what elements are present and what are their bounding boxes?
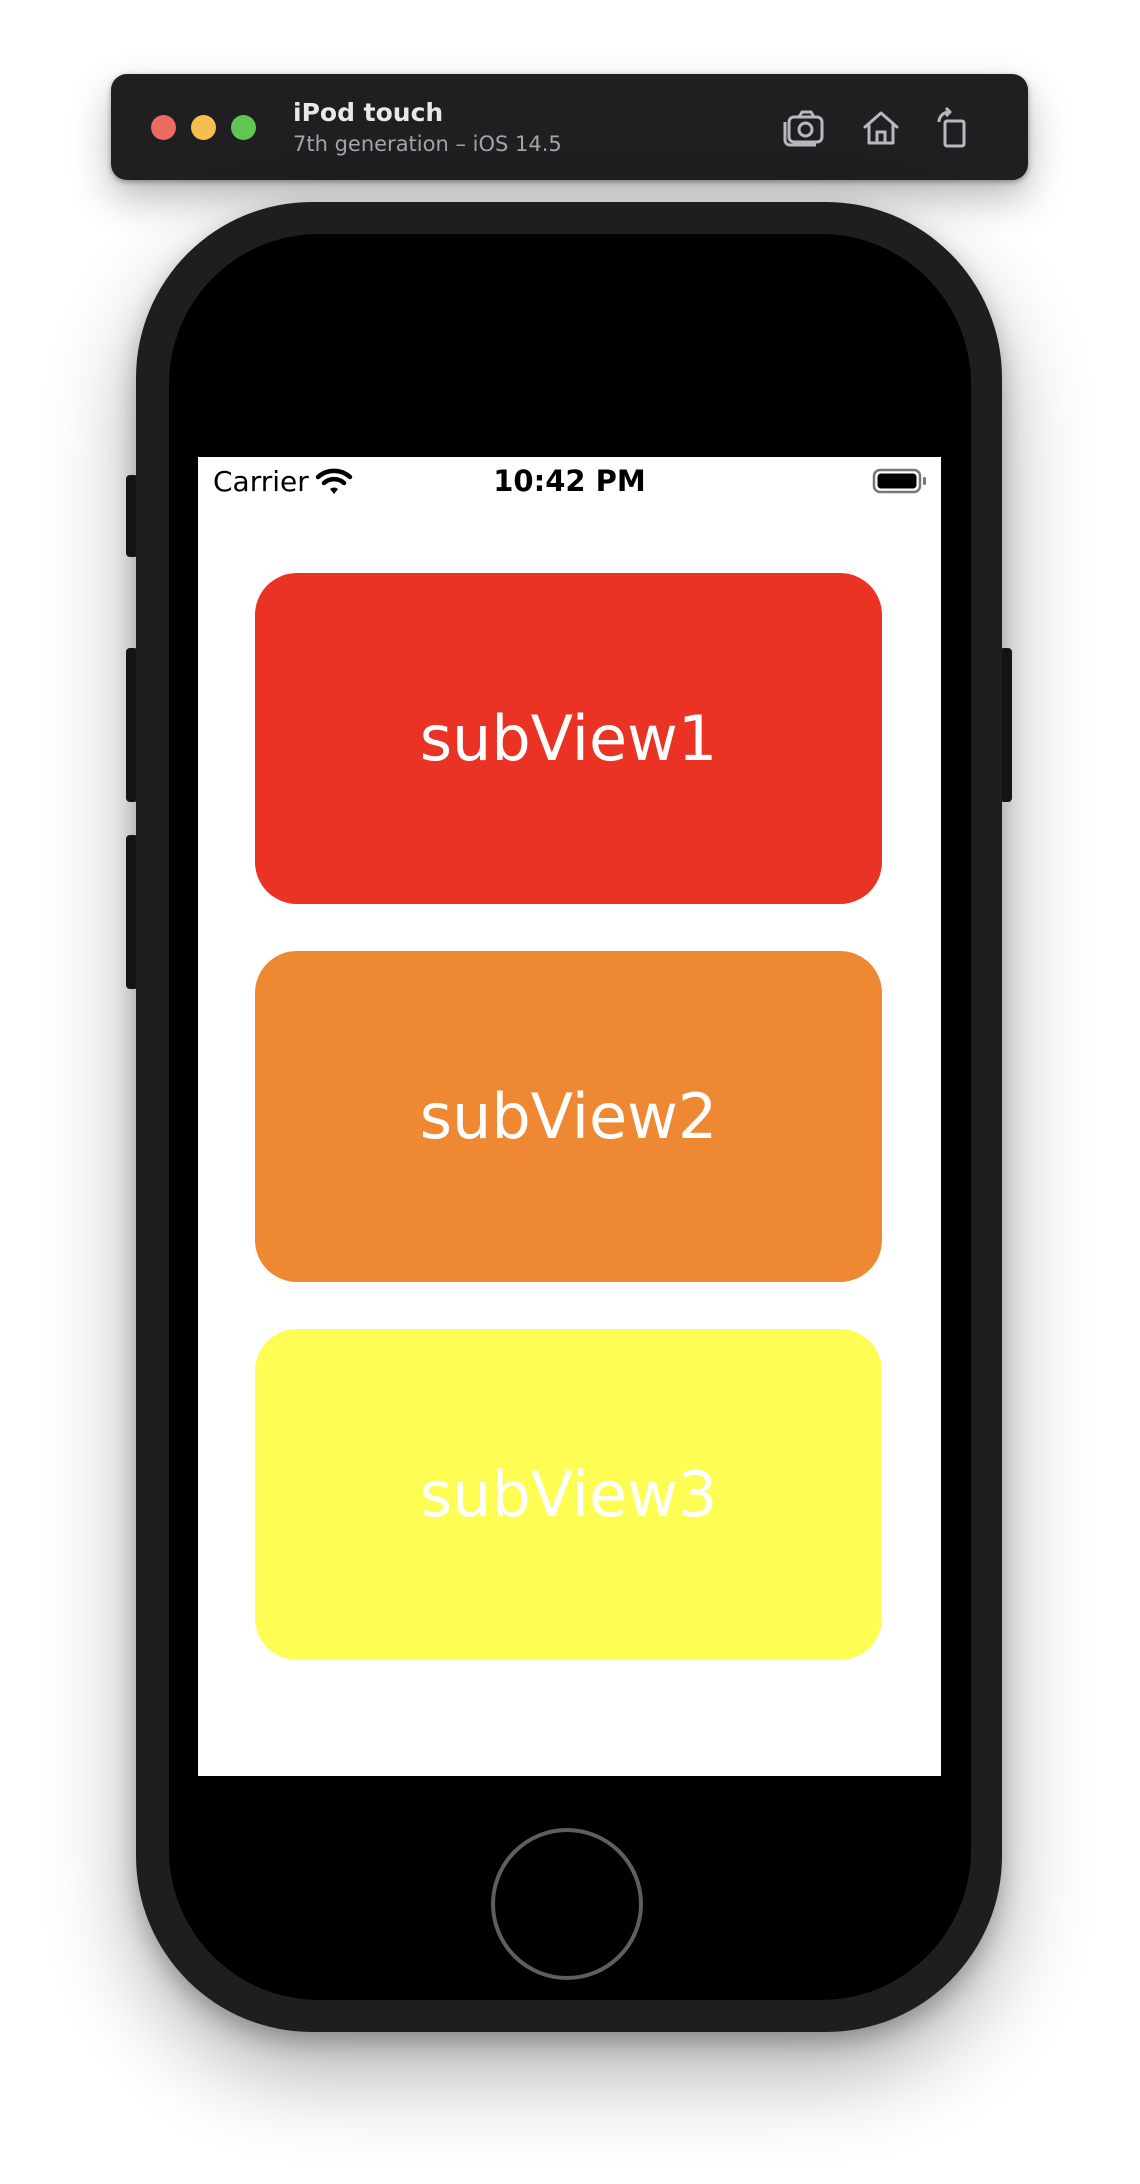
screenshot-button[interactable] [780,104,828,152]
carrier-label: Carrier [213,465,309,498]
simulator-titlebar: iPod touch 7th generation – iOS 14.5 [111,74,1028,180]
wifi-icon [315,468,353,494]
volume-down-button[interactable] [126,835,138,989]
subview-1: subView1 [255,573,882,904]
window-close-button[interactable] [151,115,176,140]
subview-3-label: subView3 [419,1458,718,1531]
silent-switch[interactable] [126,475,138,557]
screenshot-icon [783,110,824,147]
device-subtitle: 7th generation – iOS 14.5 [293,132,562,156]
rotate-button[interactable] [929,104,977,152]
home-icon [863,111,899,145]
subview-2: subView2 [255,951,882,1282]
window-minimize-button[interactable] [191,115,216,140]
device-name: iPod touch [293,98,444,127]
subview-2-label: subView2 [419,1080,718,1153]
status-time: 10:42 PM [493,464,646,498]
window-zoom-button[interactable] [231,115,256,140]
subview-3: subView3 [255,1329,882,1660]
subview-1-label: subView1 [419,702,718,775]
home-button-toolbar[interactable] [857,104,905,152]
device-screen: Carrier 10:42 PM subView1 subView2 subVi… [198,457,941,1776]
status-bar: Carrier 10:42 PM [198,457,941,507]
rotate-icon [937,106,966,148]
power-button[interactable] [1000,648,1012,802]
battery-icon [872,468,926,494]
volume-up-button[interactable] [126,648,138,802]
home-button[interactable] [491,1828,643,1980]
